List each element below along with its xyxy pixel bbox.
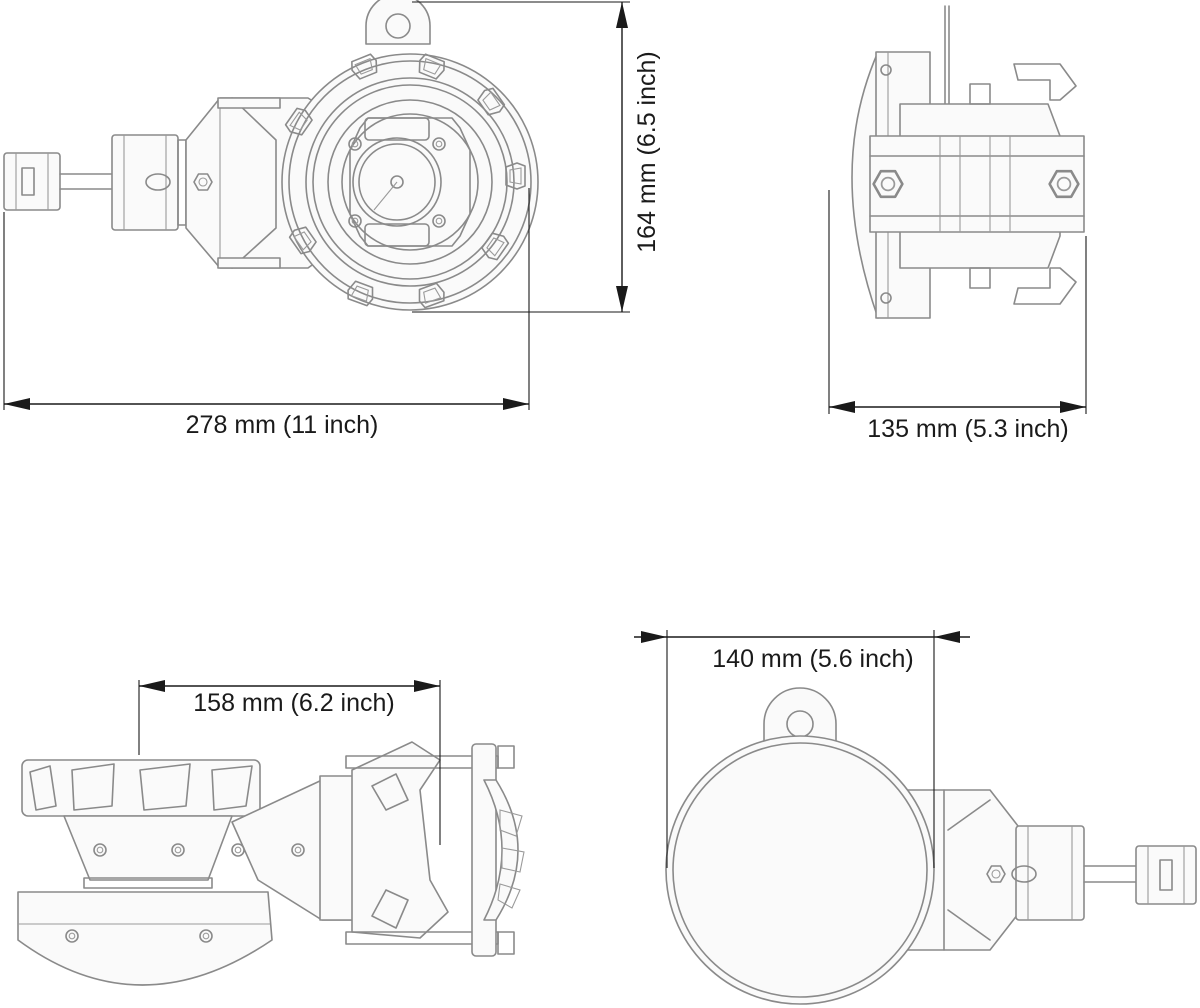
dome-profile bbox=[851, 51, 879, 319]
pipe-clamp-end bbox=[3, 152, 113, 211]
dimension-label-135mm: 135 mm (5.3 inch) bbox=[867, 415, 1068, 443]
dimension-depth-side: 135 mm (5.3 inch) bbox=[828, 190, 1087, 443]
dimension-label-278mm: 278 mm (11 inch) bbox=[186, 411, 379, 439]
front-view: 158 mm (6.2 inch) bbox=[17, 680, 525, 986]
clamp-profile bbox=[319, 741, 525, 957]
dimension-label-158mm: 158 mm (6.2 inch) bbox=[193, 689, 394, 717]
dimension-label-140mm: 140 mm (5.6 inch) bbox=[712, 645, 913, 673]
dimension-width-top: 278 mm (11 inch) bbox=[3, 188, 530, 439]
pedestal bbox=[63, 815, 233, 881]
side-view: 135 mm (5.3 inch) bbox=[828, 5, 1087, 443]
dimension-height-top: 164 mm (6.5 inch) bbox=[412, 1, 661, 313]
clamp-block bbox=[111, 134, 187, 231]
housing-top bbox=[281, 53, 539, 311]
dimension-bracket-front: 158 mm (6.2 inch) bbox=[138, 680, 441, 845]
dimension-label-164mm: 164 mm (6.5 inch) bbox=[633, 51, 661, 252]
base-dish bbox=[17, 891, 273, 986]
housing-bottom bbox=[665, 735, 935, 1005]
bottom-view: 140 mm (5.6 inch) bbox=[634, 630, 1197, 1005]
dimension-diameter-bottom: 140 mm (5.6 inch) bbox=[634, 630, 970, 868]
lifting-eye bbox=[365, 0, 431, 45]
top-view: 278 mm (11 inch) 164 mm (6.5 inch) bbox=[3, 0, 661, 439]
